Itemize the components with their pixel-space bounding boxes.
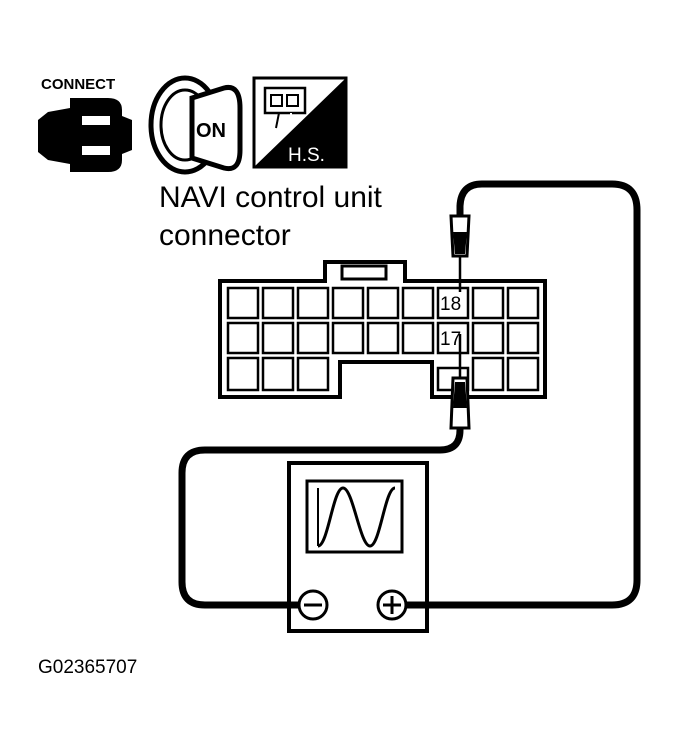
navi-connector: 18 17 (218, 260, 547, 399)
positive-lead-wire (392, 180, 641, 609)
negative-terminal (297, 589, 329, 621)
positive-probe (449, 214, 471, 292)
sine-wave (317, 486, 396, 548)
negative-probe (449, 334, 471, 430)
title-line-2: connector (159, 219, 291, 252)
harness-side-icon: H.S. (252, 76, 348, 169)
ignition-key-head (189, 84, 243, 172)
pin-17-label: 17 (440, 329, 461, 350)
connector-plug-shape (38, 98, 132, 172)
harness-mini-cell-left (270, 94, 283, 107)
title-line-1: NAVI control unit (159, 181, 383, 214)
connector-slot-bottom (82, 146, 110, 155)
harness-black-triangle (254, 78, 346, 167)
harness-lead-1 (275, 112, 280, 129)
harness-hs-label: H.S. (288, 145, 325, 166)
figure-id: G02365707 (38, 657, 137, 678)
positive-terminal (376, 589, 408, 621)
connect-label: CONNECT (41, 76, 115, 93)
connector-latch (340, 264, 388, 281)
pin-18-cell (436, 286, 470, 320)
connect-icon: CONNECT (38, 76, 132, 172)
connector-slot-top (82, 116, 110, 125)
connector-cell-grid (226, 286, 540, 392)
negative-lead-wire (178, 410, 464, 609)
harness-mini-cell-right (286, 94, 299, 107)
ignition-on-label: ON (196, 120, 226, 142)
pin-18-label: 18 (440, 294, 461, 315)
ignition-key-icon: ON (148, 75, 243, 175)
pin-17-cell (436, 321, 470, 355)
